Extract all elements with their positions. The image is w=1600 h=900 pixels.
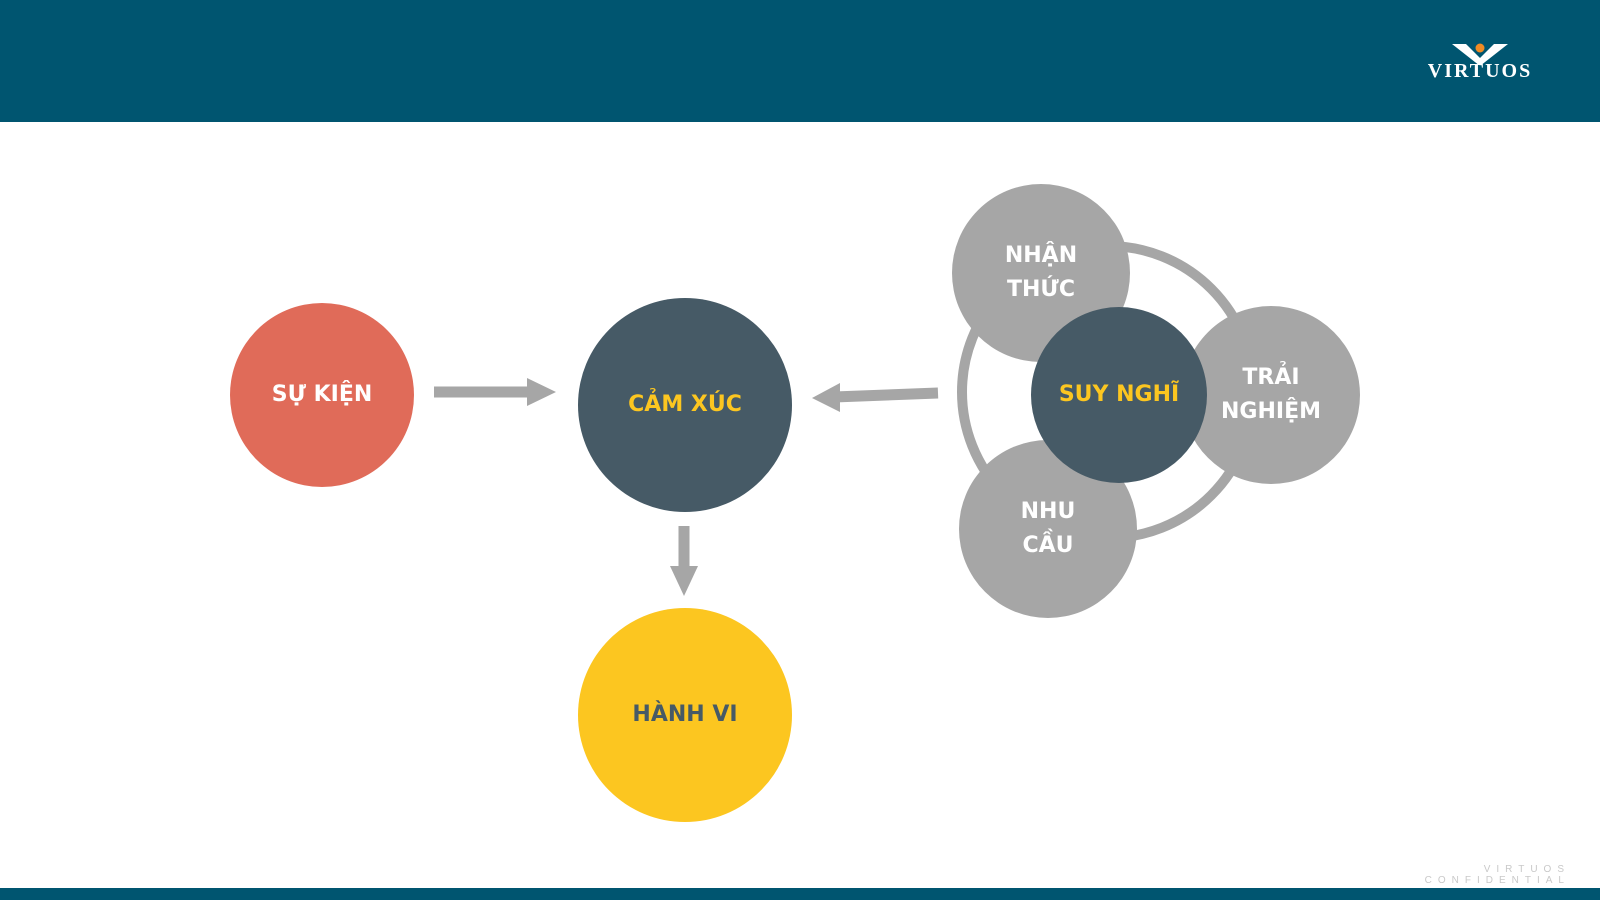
node-event: SỰ KIỆN: [230, 303, 414, 487]
logo-text: VIRTUOS: [1427, 60, 1533, 82]
node-perception-label: NHẬN THỨC: [1004, 243, 1078, 302]
node-behavior: HÀNH VI: [578, 608, 792, 822]
footer-bar: [0, 888, 1600, 900]
node-experience-label: TRẢI NGHIỆM: [1221, 365, 1321, 424]
arrow-emotion-to-behavior: [670, 526, 698, 596]
node-experience: TRẢI NGHIỆM: [1182, 306, 1360, 484]
node-event-label: SỰ KIỆN: [271, 382, 373, 407]
node-emotion-label: CẢM XÚC: [628, 392, 742, 417]
confidential-label: VIRTUOS CONFIDENTIAL: [1424, 864, 1570, 886]
node-behavior-label: HÀNH VI: [632, 702, 738, 727]
header-bar: [0, 0, 1600, 122]
node-thought: SUY NGHĨ: [1031, 307, 1207, 483]
node-thought-label: SUY NGHĨ: [1058, 382, 1180, 407]
virtuos-logo: VIRTUOS: [1400, 40, 1560, 84]
node-emotion: CẢM XÚC: [578, 298, 792, 512]
logo-mark-icon: [1452, 43, 1508, 64]
node-need-label: NHU CẦU: [1020, 499, 1076, 558]
arrow-thought-to-emotion: [812, 383, 939, 412]
arrow-event-to-emotion: [434, 378, 556, 406]
